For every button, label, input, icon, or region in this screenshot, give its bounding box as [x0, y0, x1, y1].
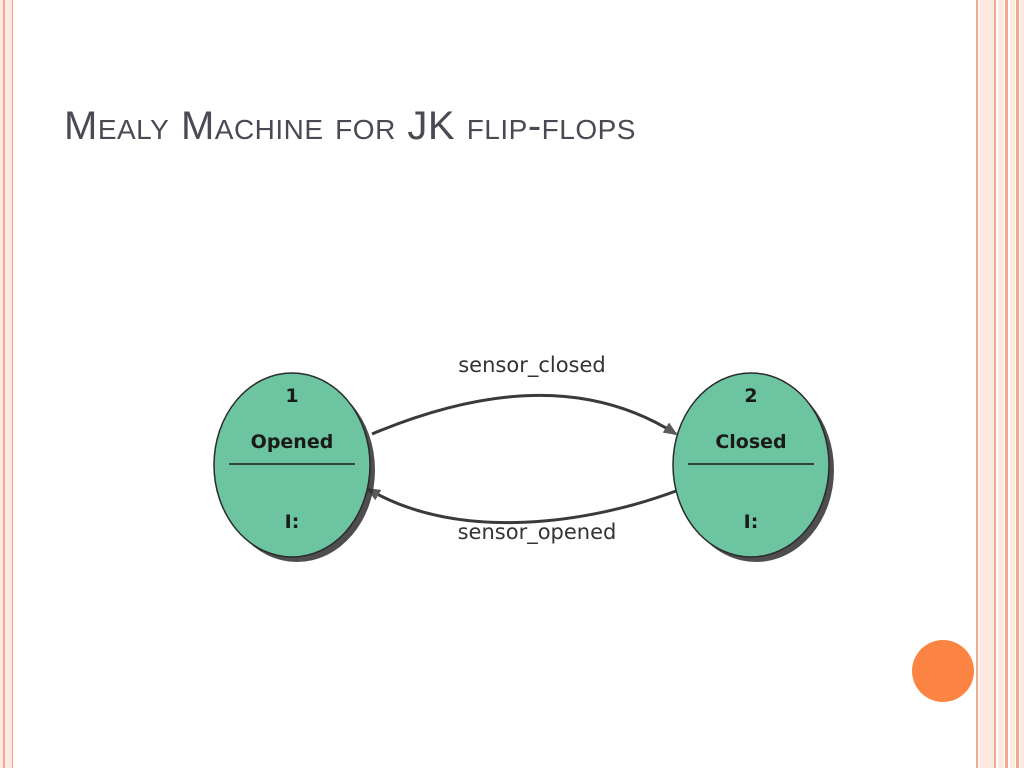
- state-closed-number: 2: [744, 385, 757, 407]
- transition-label-sensor-closed: sensor_closed: [458, 353, 606, 378]
- transition-label-sensor-opened: sensor_opened: [458, 520, 617, 545]
- state-opened: 1 Opened I:: [213, 372, 375, 562]
- accent-dot-decoration: [912, 640, 974, 702]
- state-opened-number: 1: [285, 385, 298, 407]
- state-opened-output: I:: [285, 511, 300, 533]
- transition-arrow-sensor-opened: [366, 487, 677, 525]
- state-closed-output: I:: [744, 511, 759, 533]
- state-diagram-svg: sensor_closed sensor_opened 1 Opened I: …: [213, 353, 834, 562]
- transition-arrow-sensor-closed: [371, 393, 678, 436]
- right-stripe-decoration: [976, 0, 1024, 768]
- slide-title: Mealy Machine for JK flip-flops: [64, 104, 636, 148]
- state-diagram: sensor_closed sensor_opened 1 Opened I: …: [200, 318, 846, 600]
- state-closed: 2 Closed I:: [672, 372, 834, 562]
- state-opened-name: Opened: [251, 431, 334, 453]
- state-closed-name: Closed: [715, 431, 786, 453]
- left-border-decoration: [0, 0, 13, 768]
